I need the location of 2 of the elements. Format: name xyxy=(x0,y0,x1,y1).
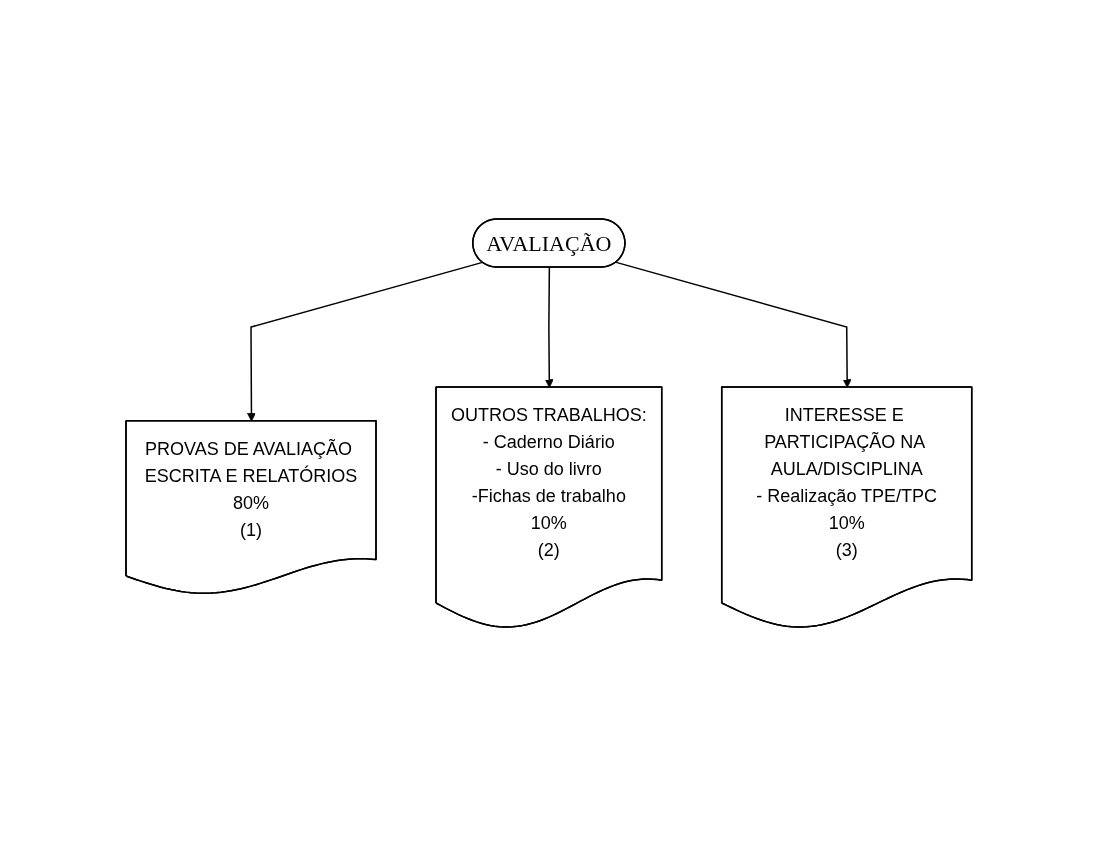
arrow xyxy=(545,266,554,388)
arrow xyxy=(615,261,852,388)
